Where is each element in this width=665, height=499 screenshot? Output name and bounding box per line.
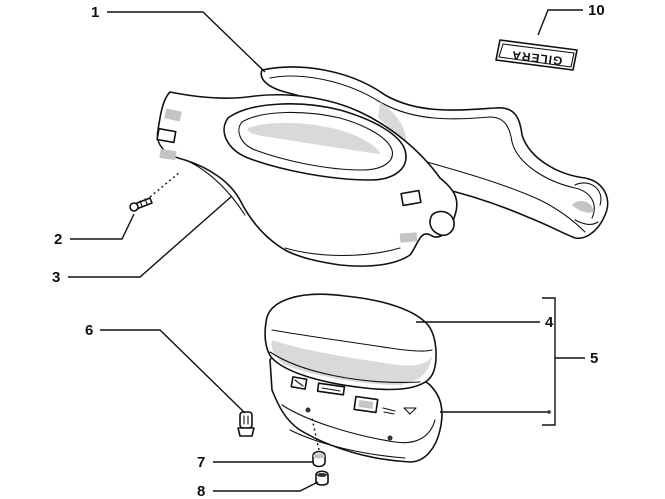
gilera-decal: GILERA <box>495 39 578 71</box>
decal-label: GILERA <box>510 48 563 68</box>
front-handlebar-cover <box>156 91 458 267</box>
callout-8: 8 <box>197 483 205 499</box>
callout-5: 5 <box>590 350 598 367</box>
bulb <box>237 411 255 437</box>
callout-1: 1 <box>91 4 99 21</box>
callout-10: 10 <box>588 2 605 19</box>
callout-7: 7 <box>197 454 205 471</box>
small-screw <box>315 470 329 486</box>
callout-3: 3 <box>52 269 60 286</box>
callout-labels: 1 2 3 4 5 6 7 8 10 <box>52 2 605 499</box>
instrument-panel-assembly <box>264 293 443 463</box>
leader-lines <box>68 9 585 492</box>
callout-4: 4 <box>545 314 554 331</box>
callout-6: 6 <box>85 322 93 339</box>
screw <box>129 197 153 212</box>
grommet <box>312 450 326 468</box>
callout-2: 2 <box>54 231 62 248</box>
